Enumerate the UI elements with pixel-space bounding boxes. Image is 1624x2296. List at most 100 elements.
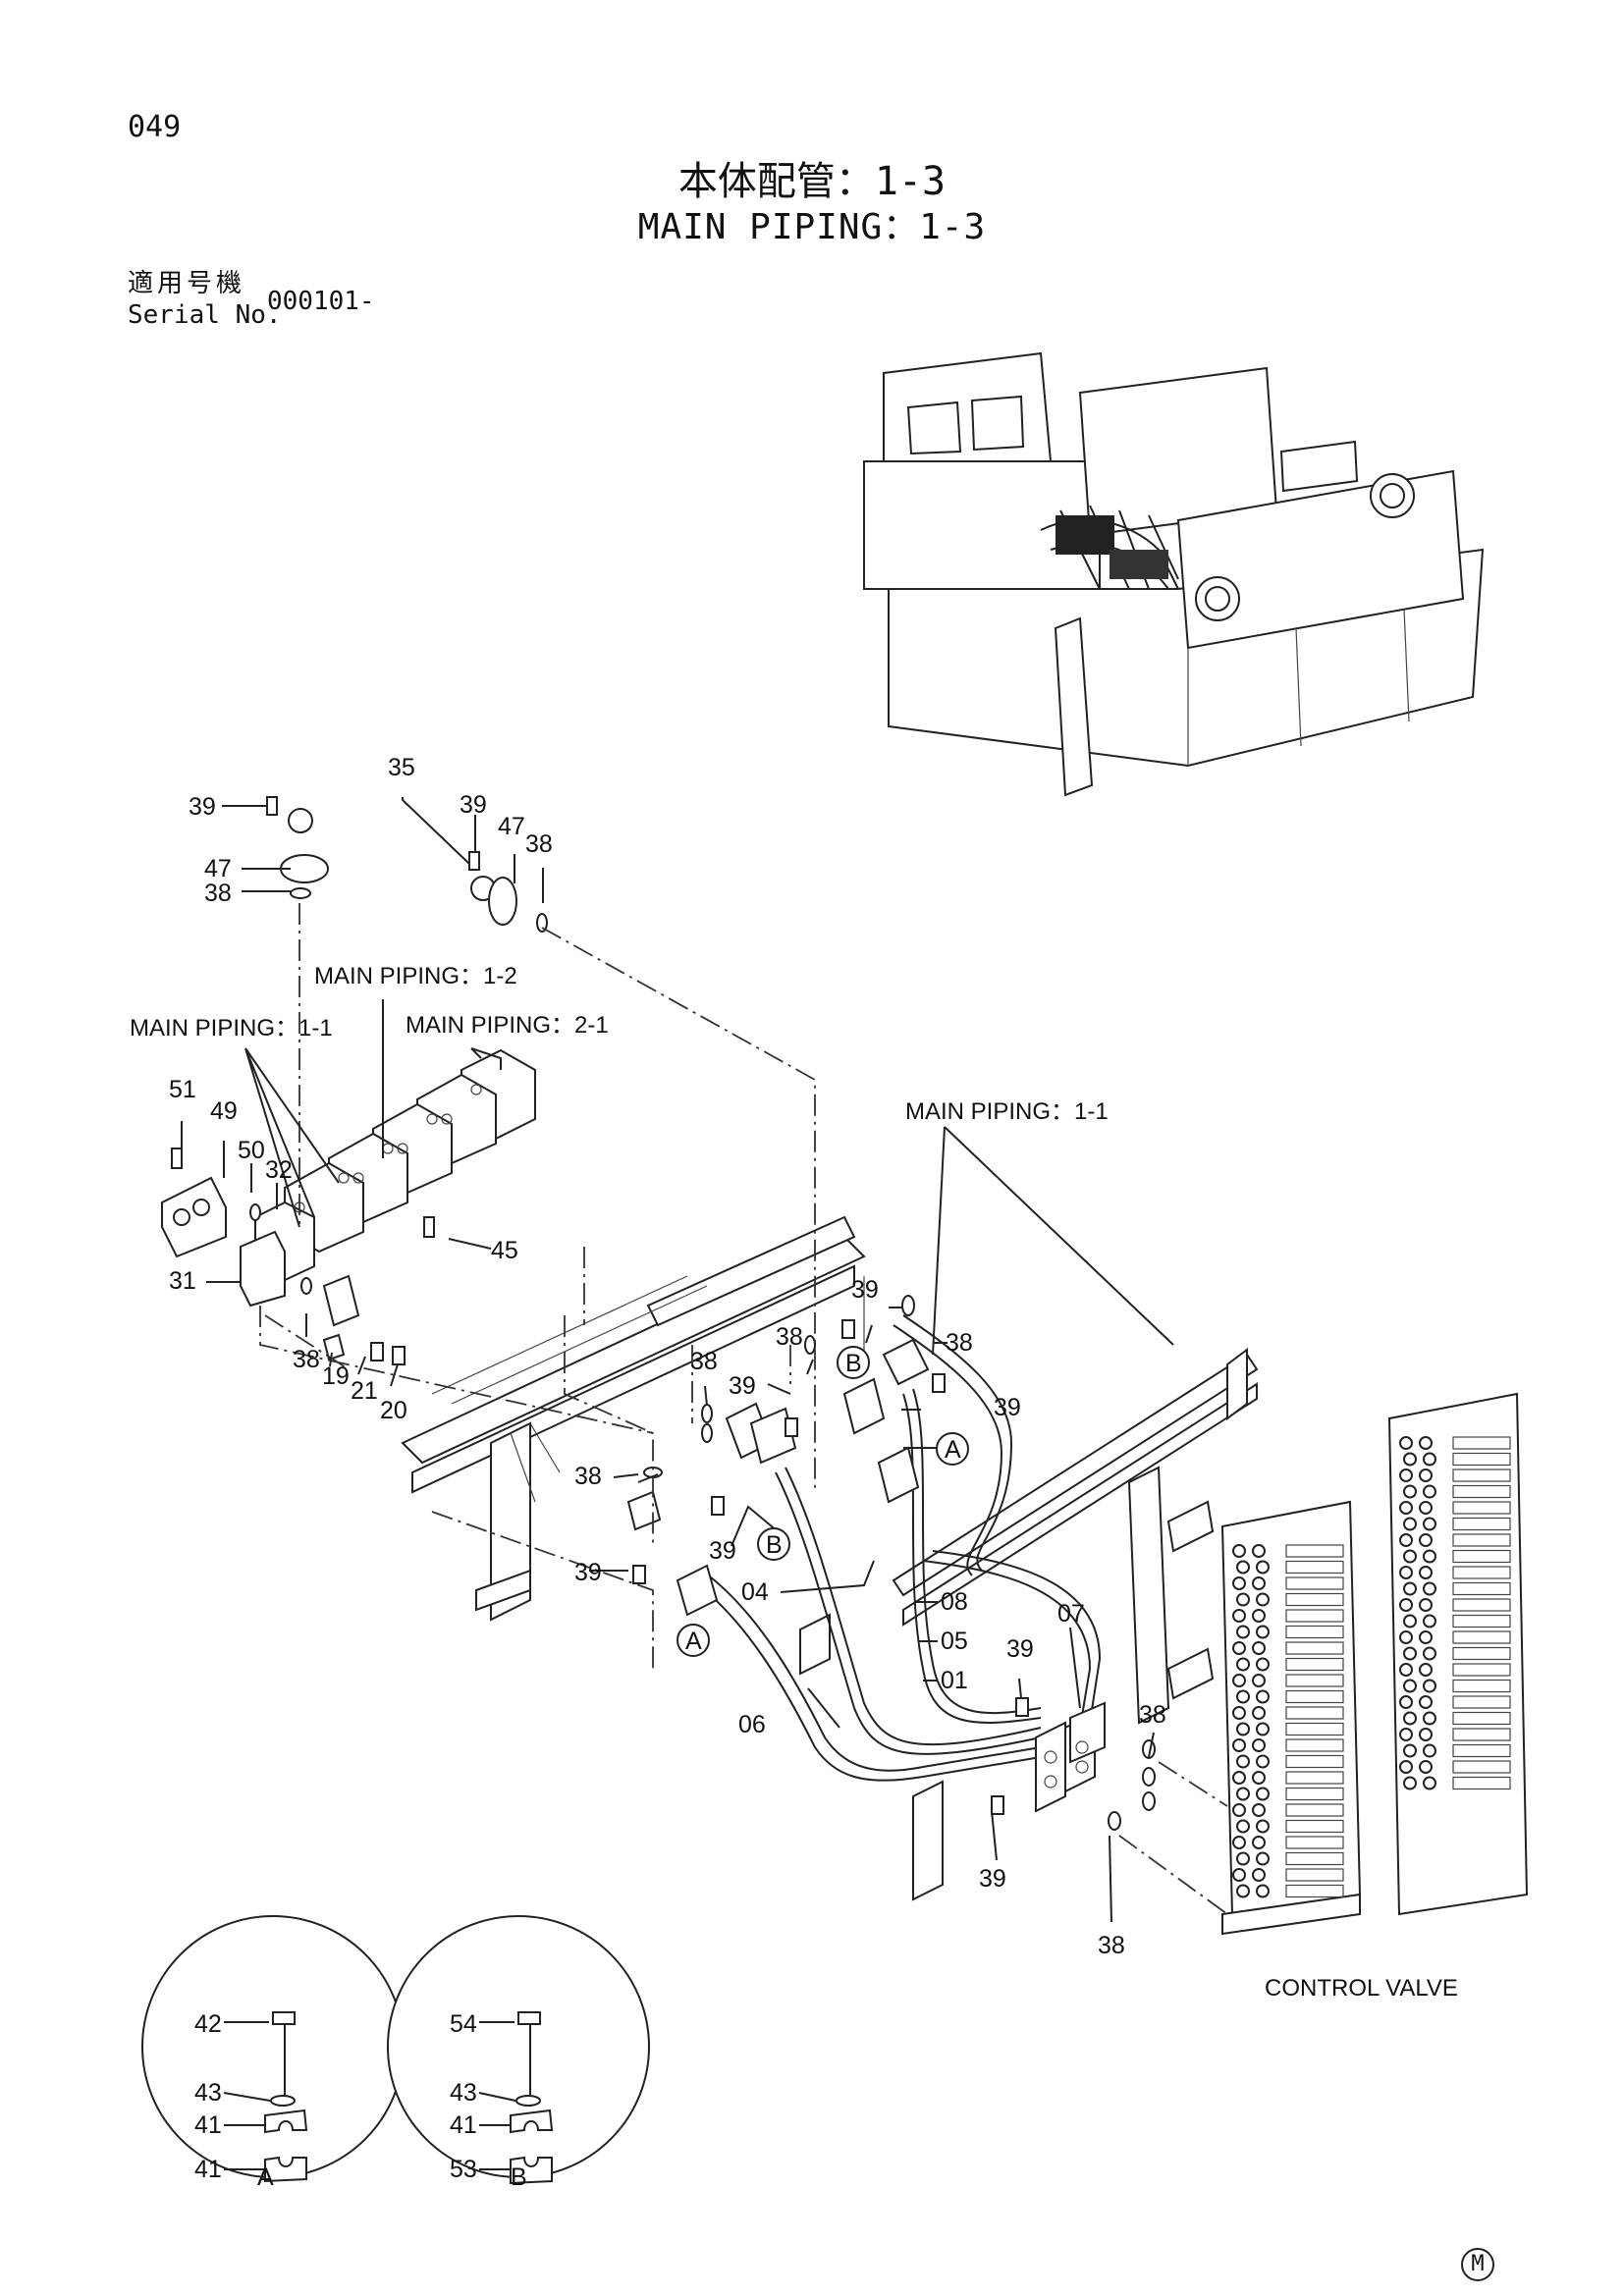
detail-a-callout-41: 41 — [194, 2156, 222, 2183]
valve-port — [1423, 1549, 1436, 1564]
valve-port — [1403, 1581, 1417, 1596]
valve-port — [1256, 1754, 1270, 1769]
callout-47: 47 — [498, 813, 525, 840]
valve-port — [1232, 1674, 1246, 1687]
valve-port — [1403, 1679, 1417, 1693]
callout-38: 38 — [1098, 1932, 1125, 1959]
valve-port — [1419, 1630, 1433, 1644]
valve-port — [1252, 1674, 1266, 1687]
callout-39: 39 — [574, 1559, 602, 1586]
valve-port — [1419, 1663, 1433, 1677]
detail-a: 42 43 41 41 A — [141, 1915, 405, 2191]
valve-section-plate — [1452, 1598, 1511, 1612]
callout-07: 07 — [1057, 1600, 1085, 1628]
serial-label-jp: 適用号機 — [128, 269, 246, 298]
valve-port — [1256, 1592, 1270, 1607]
valve-port — [1419, 1598, 1433, 1612]
valve-port — [1403, 1549, 1417, 1564]
callout-39: 39 — [709, 1537, 736, 1565]
valve-port — [1399, 1468, 1413, 1482]
valve-port — [1419, 1468, 1433, 1482]
valve-section-plate — [1452, 1679, 1511, 1693]
valve-section-plate — [1285, 1787, 1344, 1801]
valve-section-plate — [1452, 1581, 1511, 1596]
page-number: 049 — [128, 110, 182, 144]
ref-b-marker: B — [766, 1531, 783, 1559]
valve-port — [1252, 1609, 1266, 1623]
valve-section-plate — [1285, 1689, 1344, 1704]
hose-assembly-35 — [266, 788, 548, 933]
valve-port — [1236, 1754, 1250, 1769]
valve-section-plate — [1452, 1630, 1511, 1644]
valve-port — [1252, 1641, 1266, 1655]
valve-port — [1423, 1646, 1436, 1661]
valve-section-plate — [1285, 1592, 1344, 1607]
callout-38: 38 — [776, 1323, 803, 1351]
valve-section-plate — [1285, 1836, 1344, 1849]
valve-port — [1256, 1689, 1270, 1704]
callout-35: 35 — [388, 754, 415, 781]
part-callouts: 35 39 39 47 38 47 38 51 49 50 32 31 45 3… — [169, 754, 1166, 1959]
valve-section-plate — [1285, 1884, 1344, 1898]
valve-port — [1232, 1868, 1246, 1882]
valve-port — [1399, 1533, 1413, 1547]
detail-a-callout-43: 43 — [194, 2079, 222, 2107]
page-title-en: MAIN PIPING：1-3 — [637, 207, 987, 247]
callout-38: 38 — [204, 880, 232, 907]
callout-38: 38 — [293, 1346, 320, 1373]
label-main-piping-1-1: MAIN PIPING：1-1 — [130, 1015, 333, 1041]
valve-port — [1419, 1728, 1433, 1741]
callout-39: 39 — [979, 1865, 1006, 1893]
valve-port — [1232, 1544, 1246, 1558]
valve-port — [1232, 1609, 1246, 1623]
valve-section-plate — [1452, 1663, 1511, 1677]
valve-section-plate — [1285, 1609, 1344, 1623]
valve-port — [1423, 1743, 1436, 1758]
valve-port — [1399, 1760, 1413, 1774]
valve-port — [1419, 1436, 1433, 1450]
valve-port — [1232, 1641, 1246, 1655]
valve-port — [1256, 1722, 1270, 1736]
valve-section-plate — [1285, 1754, 1344, 1769]
valve-port — [1423, 1679, 1436, 1693]
valve-port — [1236, 1884, 1250, 1898]
valve-port — [1403, 1614, 1417, 1629]
valve-port — [1252, 1836, 1266, 1849]
valve-port — [1236, 1657, 1250, 1672]
valve-section-plate — [1452, 1728, 1511, 1741]
valve-port — [1256, 1657, 1270, 1672]
valve-section-plate — [1452, 1549, 1511, 1564]
valve-port — [1252, 1576, 1266, 1590]
callout-38: 38 — [574, 1463, 602, 1490]
detail-b-callout-43: 43 — [450, 2079, 477, 2107]
detail-a-label: A — [257, 2163, 274, 2191]
valve-section-plate — [1452, 1517, 1511, 1531]
control-valve-ports — [1232, 1436, 1511, 1898]
valve-port — [1423, 1711, 1436, 1726]
valve-section-plate — [1452, 1452, 1511, 1467]
callout-06: 06 — [738, 1711, 766, 1738]
detail-b-callout-53: 53 — [450, 2156, 477, 2183]
valve-port — [1399, 1728, 1413, 1741]
valve-port — [1403, 1646, 1417, 1661]
callout-50: 50 — [238, 1137, 265, 1164]
valve-port — [1419, 1501, 1433, 1515]
detail-b: 54 43 41 53 B — [387, 1915, 650, 2191]
valve-port — [1252, 1544, 1266, 1558]
valve-port — [1232, 1576, 1246, 1590]
callout-20: 20 — [380, 1397, 407, 1424]
valve-port — [1423, 1614, 1436, 1629]
valve-block-assembly — [161, 1048, 536, 1365]
callout-39: 39 — [1006, 1635, 1034, 1663]
valve-section-plate — [1285, 1851, 1344, 1866]
valve-port — [1232, 1836, 1246, 1849]
valve-section-plate — [1285, 1657, 1344, 1672]
valve-port — [1232, 1771, 1246, 1785]
valve-port — [1256, 1560, 1270, 1575]
valve-port — [1236, 1689, 1250, 1704]
page-title-jp: 本体配管：1-3 — [677, 159, 947, 204]
callout-01: 01 — [941, 1667, 968, 1694]
valve-port — [1256, 1851, 1270, 1866]
valve-port — [1232, 1706, 1246, 1720]
